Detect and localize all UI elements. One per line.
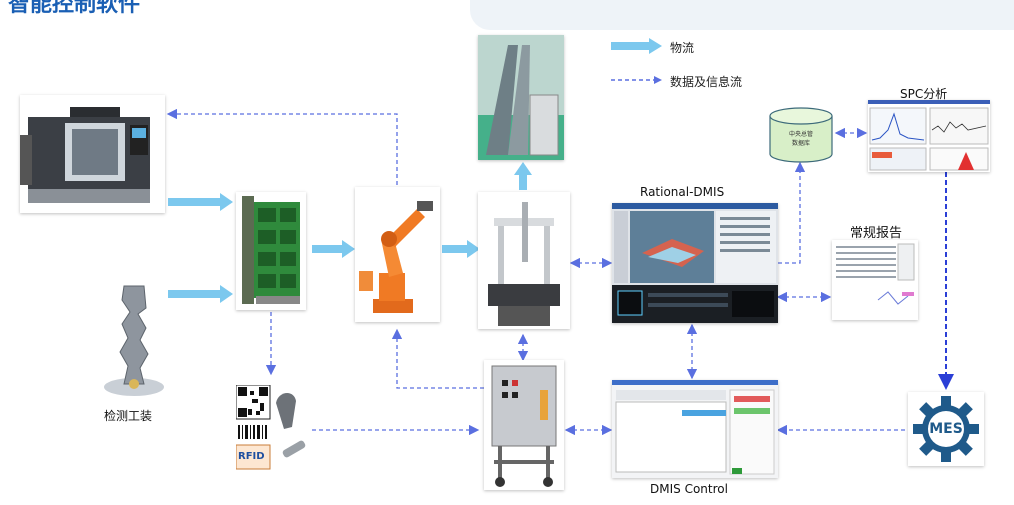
rational-dmis-label: Rational-DMIS: [640, 185, 725, 199]
barcode-rfid-image: RFID: [235, 384, 312, 471]
rfid-label: RFID: [238, 451, 265, 462]
data-line-controller-to-robot: [391, 328, 484, 389]
dmis-control-label: DMIS Control: [650, 482, 728, 496]
dmis-control-screen: [612, 380, 778, 478]
data-line-dmis-database: [778, 161, 806, 264]
fixture-part-image: [100, 280, 168, 400]
material-arrow-machine-to-fixture: [168, 193, 233, 211]
material-arrow-robot-to-cmm: [442, 240, 480, 258]
database-label-1: 中央总管: [788, 131, 813, 138]
legend-material-label: 物流: [670, 41, 695, 55]
loaded-fixture-image: [236, 192, 306, 310]
report-screen: [832, 240, 918, 320]
legend-data-label: 数据及信息流: [670, 75, 743, 89]
controller-cabinet-image: [484, 360, 564, 490]
legend-material-arrow: [611, 38, 662, 54]
material-arrow-cmm-to-conveyor: [514, 162, 532, 190]
page-title: 智能控制软件: [8, 0, 141, 17]
spc-label: SPC分析: [900, 87, 948, 101]
report-label: 常规报告: [850, 226, 903, 241]
cmm-image: [478, 192, 570, 329]
central-database-icon: 中央总管 数据库: [768, 106, 834, 164]
robot-arm-image: [355, 187, 440, 322]
database-label-2: 数据库: [791, 140, 810, 147]
header-band: [470, 0, 1014, 30]
machining-center-image: [20, 95, 165, 213]
mes-system-icon: MES: [908, 392, 984, 466]
spc-analysis-screen: [868, 100, 990, 172]
rational-dmis-screen: [612, 203, 778, 323]
data-line-robot-to-machine: [166, 108, 398, 185]
conveyor-line-image: [478, 35, 564, 160]
material-arrow-part-to-fixture: [168, 285, 233, 303]
material-arrow-fixture-to-robot: [312, 240, 355, 258]
fixture-label: 检测工装: [104, 409, 153, 423]
legend-data-arrow: [611, 76, 662, 84]
mes-label: MES: [929, 421, 963, 437]
